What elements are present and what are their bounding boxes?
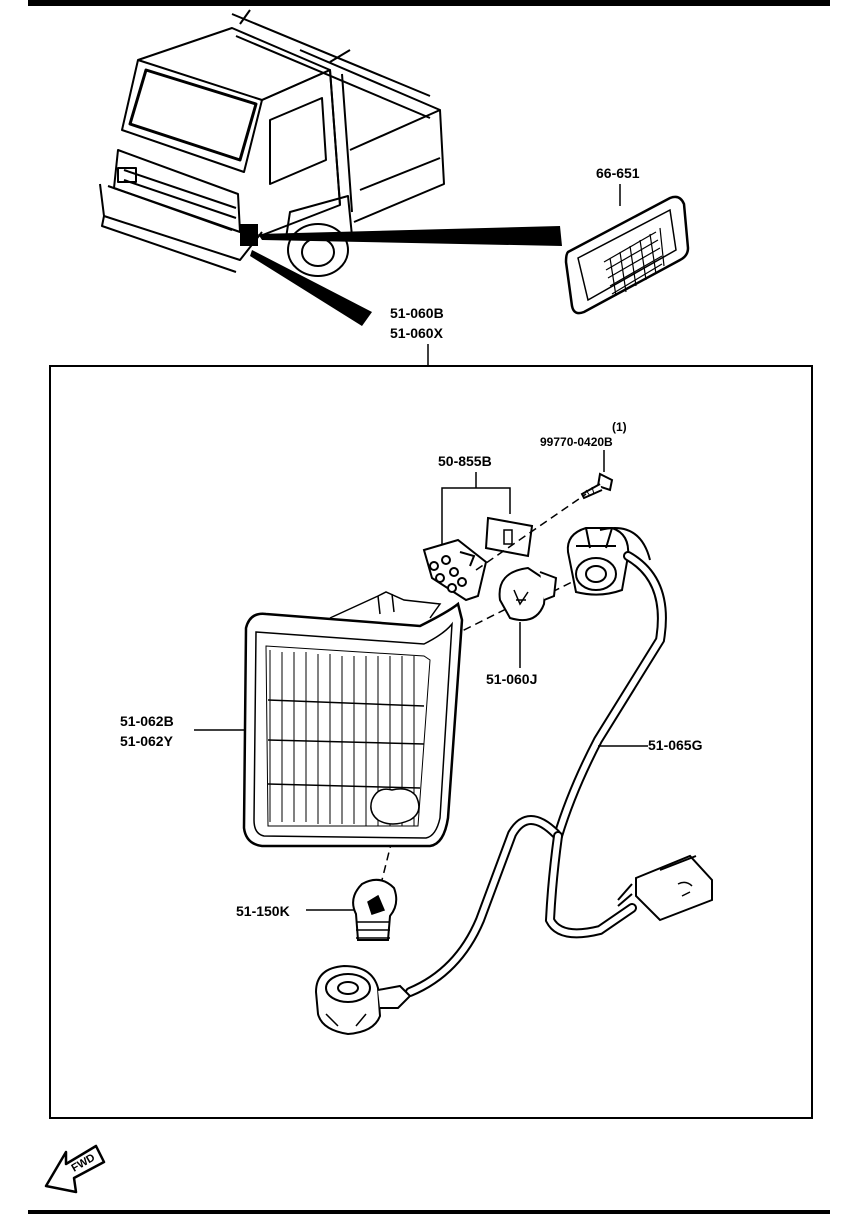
label-lens-b: 51-062Y	[120, 733, 174, 749]
label-bulb-lower: 51-150K	[236, 903, 290, 919]
harness-connector	[617, 854, 713, 922]
lower-socket	[314, 964, 412, 1036]
assembly-box	[49, 365, 813, 1119]
callout-wedge-front	[250, 250, 372, 326]
fwd-arrow-icon: FWD	[44, 1144, 106, 1194]
callout-wedge-side	[258, 226, 562, 246]
wiring-harness	[405, 527, 667, 997]
upper-socket	[566, 527, 630, 596]
label-lens-a: 51-062B	[120, 713, 174, 729]
label-assembly-b: 51-060X	[390, 325, 444, 341]
upper-bulb	[498, 566, 558, 622]
label-screw: 99770-0420B	[540, 435, 613, 449]
gasket-part	[422, 538, 488, 602]
lower-bulb	[352, 878, 398, 941]
label-screw-qty: (1)	[612, 420, 627, 434]
label-side-marker: 66-651	[596, 165, 640, 181]
label-bulb-upper: 51-060J	[486, 671, 537, 687]
label-gasket: 50-855B	[438, 453, 492, 469]
top-rule	[28, 0, 830, 6]
bottom-rule	[28, 1210, 830, 1214]
lens-part	[242, 591, 464, 848]
label-assembly-a: 51-060B	[390, 305, 444, 321]
lamp-location-marker	[240, 224, 258, 246]
label-harness: 51-065G	[648, 737, 703, 753]
screw-part	[580, 472, 614, 500]
gasket-plate	[484, 516, 534, 558]
side-marker-lamp	[564, 195, 690, 315]
